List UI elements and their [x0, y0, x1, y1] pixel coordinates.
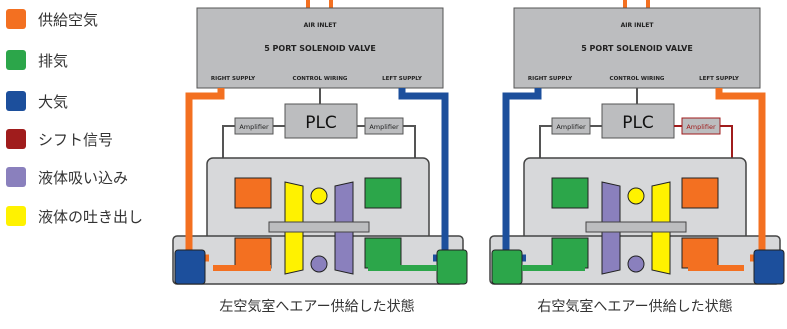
shaft [268, 221, 370, 233]
air-inlet-pipe [306, 0, 333, 8]
fitting-right [436, 249, 468, 285]
amplifier-label: Amplifier [239, 123, 269, 131]
solenoid-valve-box [513, 7, 761, 89]
air-inlet-label: AIR INLET [304, 22, 338, 29]
left-spring-lower [234, 237, 272, 269]
legend-label: 供給空気 [38, 10, 99, 29]
caption-left: 左空気室へエアー供給した状態 [219, 299, 415, 315]
legend-item-supply-air: 供給空気 [6, 8, 98, 30]
control-wiring-label: CONTROL WIRING [610, 76, 665, 82]
air-inlet-pipe [623, 0, 650, 8]
fluid-suction-swatch [6, 167, 26, 187]
fitting-left [491, 249, 523, 285]
left-supply-label: LEFT SUPPLY [699, 76, 740, 82]
fluid-discharge-swatch [6, 206, 26, 226]
sensor-wires [222, 125, 416, 165]
amplifier-label: Amplifier [556, 123, 586, 131]
atmosphere-swatch [6, 91, 26, 111]
check-ball-upper [310, 187, 328, 205]
shift-signal-swatch [6, 129, 26, 149]
air-inlet-label: AIR INLET [621, 22, 655, 29]
legend-label: 液体の吐き出し [38, 207, 144, 226]
right-supply-label: RIGHT SUPPLY [528, 76, 573, 82]
plc-label: PLC [622, 113, 654, 133]
exhaust-path [368, 250, 437, 271]
right-spring-lower [681, 237, 719, 269]
pump-diagram-left: AIR INLET 5 PORT SOLENOID VALVE RIGHT SU… [172, 0, 468, 285]
plc-box [284, 103, 358, 139]
legend-label: シフト信号 [38, 130, 114, 149]
sensor-wire [539, 125, 552, 165]
left-spring-upper [234, 177, 272, 209]
shaft [585, 221, 687, 233]
legend-item-fluid-discharge: 液体の吐き出し [6, 205, 143, 227]
fitting-right [753, 249, 785, 285]
legend-label: 大気 [38, 92, 69, 111]
pump-diagram-right: AIR INLET 5 PORT SOLENOID VALVE RIGHT SU… [489, 0, 785, 285]
right-spring-upper [364, 177, 402, 209]
exhaust-path [522, 250, 585, 271]
check-ball-upper [627, 187, 645, 205]
right-supply-label: RIGHT SUPPLY [211, 76, 256, 82]
left-supply-label: LEFT SUPPLY [382, 76, 423, 82]
legend-item-shift-signal: シフト信号 [6, 128, 113, 150]
check-ball-lower [310, 255, 328, 273]
supply-air-swatch [6, 9, 26, 29]
solenoid-valve-box [196, 7, 444, 89]
amplifier-label: Amplifier [686, 123, 716, 131]
right-spring-upper [681, 177, 719, 209]
legend-item-exhaust: 排気 [6, 49, 68, 71]
control-wiring-label: CONTROL WIRING [293, 76, 348, 82]
shift-signal-wire [720, 125, 733, 165]
plc-label: PLC [305, 113, 337, 133]
exhaust-swatch [6, 50, 26, 70]
plc-box [601, 103, 675, 139]
fitting-left [174, 249, 206, 285]
legend-label: 液体吸い込み [38, 168, 129, 187]
check-ball-lower [627, 255, 645, 273]
legend-item-atmosphere: 大気 [6, 90, 68, 112]
legend-label: 排気 [38, 51, 69, 70]
valve-label: 5 PORT SOLENOID VALVE [264, 44, 376, 53]
legend-item-fluid-suction: 液体吸い込み [6, 166, 128, 188]
left-spring-upper [551, 177, 589, 209]
amplifier-label: Amplifier [369, 123, 399, 131]
valve-label: 5 PORT SOLENOID VALVE [581, 44, 693, 53]
caption-right: 右空気室へエアー供給した状態 [537, 299, 733, 315]
